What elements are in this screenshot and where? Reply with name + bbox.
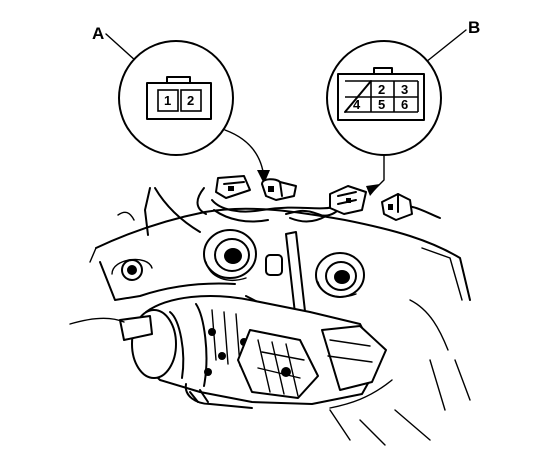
cowl-panel	[89, 187, 471, 446]
wiper-motor	[69, 295, 387, 405]
motor-mount-bracket	[119, 315, 153, 341]
callout-label-a: A	[92, 24, 104, 43]
connector-b-pin-4: 4	[353, 97, 361, 112]
wiring-harness	[196, 187, 441, 223]
connector-b-male	[329, 185, 367, 215]
connector-a-magnifier: 1 2	[118, 40, 234, 156]
lower-bracket	[184, 379, 393, 409]
connector-b-face: 2 3 4 5 6	[337, 67, 425, 121]
connector-b-pin-6: 6	[401, 97, 408, 112]
connector-a-face: 1 2	[146, 76, 212, 120]
connector-b-pin-3: 3	[401, 82, 408, 97]
pivot-shaft-left	[203, 229, 257, 281]
connector-b-pin-2: 2	[378, 82, 385, 97]
pivot-shaft-right	[315, 252, 365, 298]
connector-b-pointer-arrow	[366, 184, 380, 196]
connector-b-magnifier: 2 3 4 5 6	[326, 40, 442, 156]
linkage-clip	[265, 254, 283, 276]
callout-label-b: B	[468, 18, 480, 37]
connector-a-pointer-arrow	[257, 170, 270, 184]
connector-a-female	[261, 178, 297, 201]
connector-b-female	[381, 193, 413, 221]
connector-b-pin-5: 5	[378, 97, 385, 112]
connector-a-pin-1: 1	[164, 93, 171, 108]
leader-line-b	[425, 29, 467, 63]
mounting-bolt-left	[111, 258, 153, 281]
connector-a-pin-2: 2	[187, 93, 194, 108]
gearbox-cover	[237, 329, 319, 399]
connector-a-male	[215, 175, 251, 199]
